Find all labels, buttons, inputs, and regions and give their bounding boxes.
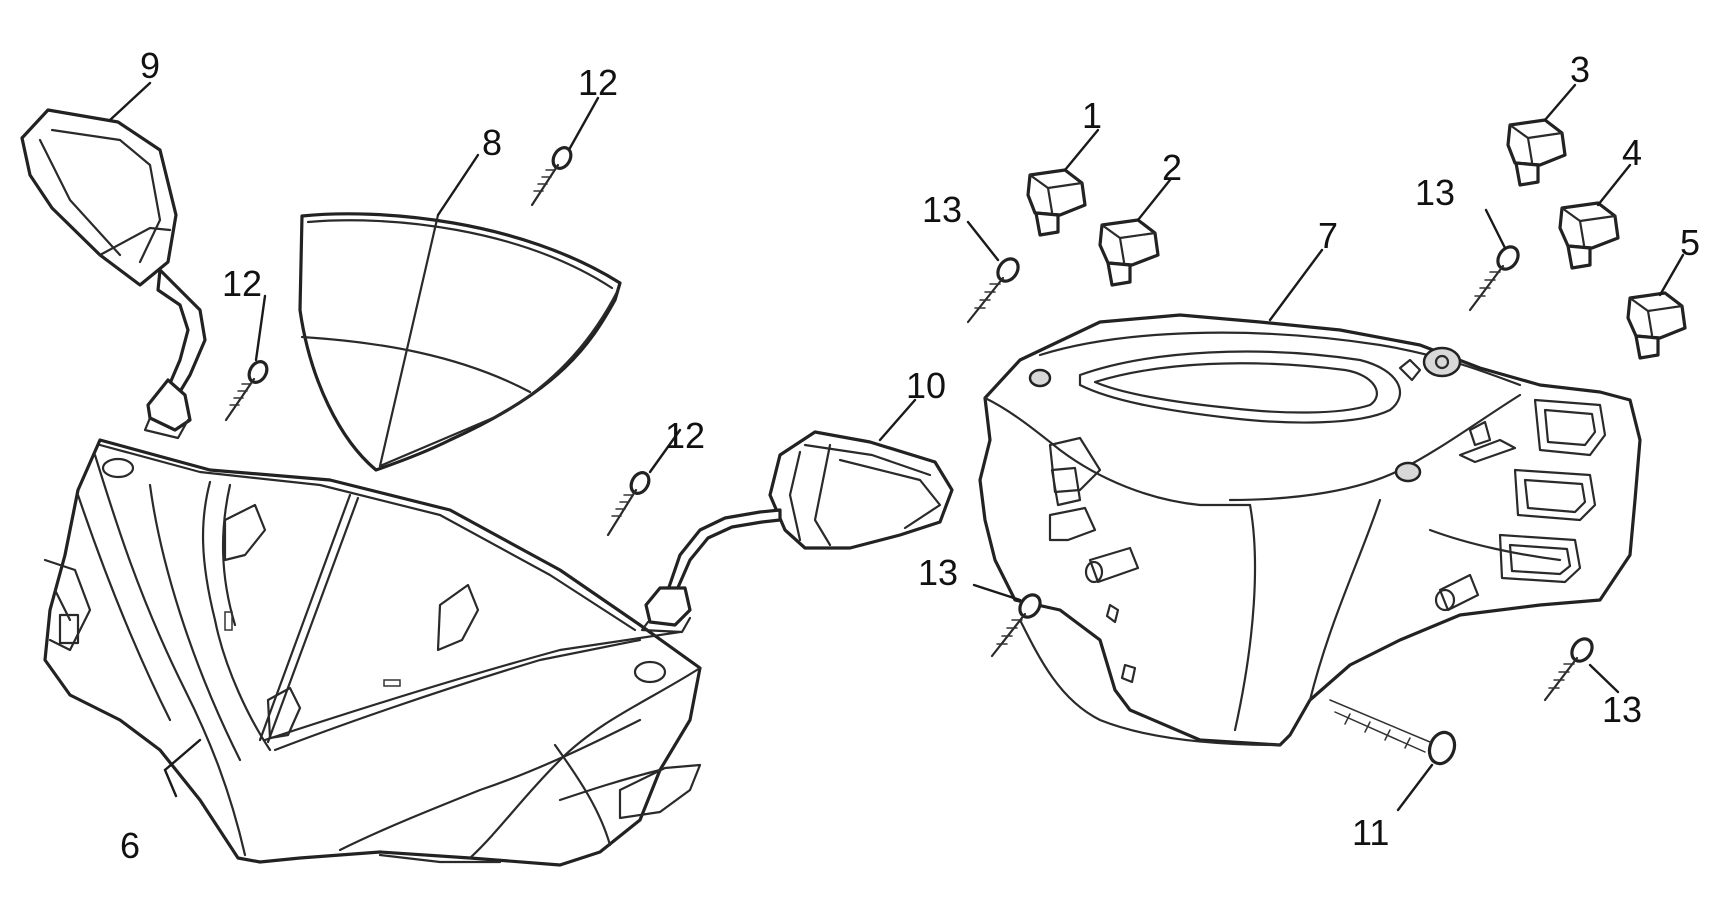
part-13-screw-d	[1543, 637, 1594, 702]
callout-13-right-top: 13	[1415, 172, 1455, 213]
part-7-rear-handlebar-cover	[978, 313, 1642, 747]
callout-12-middle: 12	[665, 415, 705, 456]
callout-6: 6	[120, 825, 140, 866]
part-3-switch	[1506, 118, 1567, 187]
part-12-screw-a	[530, 146, 573, 207]
callout-7: 7	[1318, 215, 1338, 256]
part-13-screw-b	[1468, 245, 1520, 312]
callout-1: 1	[1082, 95, 1102, 136]
callout-2: 2	[1162, 147, 1182, 188]
callout-3: 3	[1570, 49, 1590, 90]
callout-13-left-bottom: 13	[918, 552, 958, 593]
part-13-screw-a	[966, 257, 1020, 324]
callout-4: 4	[1622, 132, 1642, 173]
callout-labels: 1 2 3 4 5 6 7 8 9 10 11 12 12 12 13 13 1…	[120, 45, 1700, 866]
callout-12-top: 12	[578, 62, 618, 103]
part-13-screw-c	[990, 593, 1042, 658]
part-12-screw-c	[606, 471, 651, 537]
part-8-windscreen	[298, 212, 622, 472]
callout-5: 5	[1680, 222, 1700, 263]
part-6-front-handlebar-cover	[43, 438, 702, 867]
part-5-switch	[1626, 291, 1687, 360]
leader-lines	[108, 81, 1685, 812]
callout-8: 8	[482, 122, 502, 163]
part-11-screw	[1329, 699, 1457, 766]
callout-9: 9	[140, 45, 160, 86]
callout-13-left-top: 13	[922, 189, 962, 230]
part-10-right-mirror	[640, 430, 954, 634]
part-9-left-mirror	[20, 108, 207, 440]
part-2-switch	[1098, 218, 1160, 287]
callout-10: 10	[906, 365, 946, 406]
part-1-switch	[1026, 168, 1087, 237]
callout-11: 11	[1352, 812, 1389, 853]
part-12-screw-b	[224, 360, 269, 422]
callout-13-right-bottom: 13	[1602, 689, 1642, 730]
part-4-switch	[1558, 201, 1620, 270]
callout-12-middle-left: 12	[222, 263, 262, 304]
